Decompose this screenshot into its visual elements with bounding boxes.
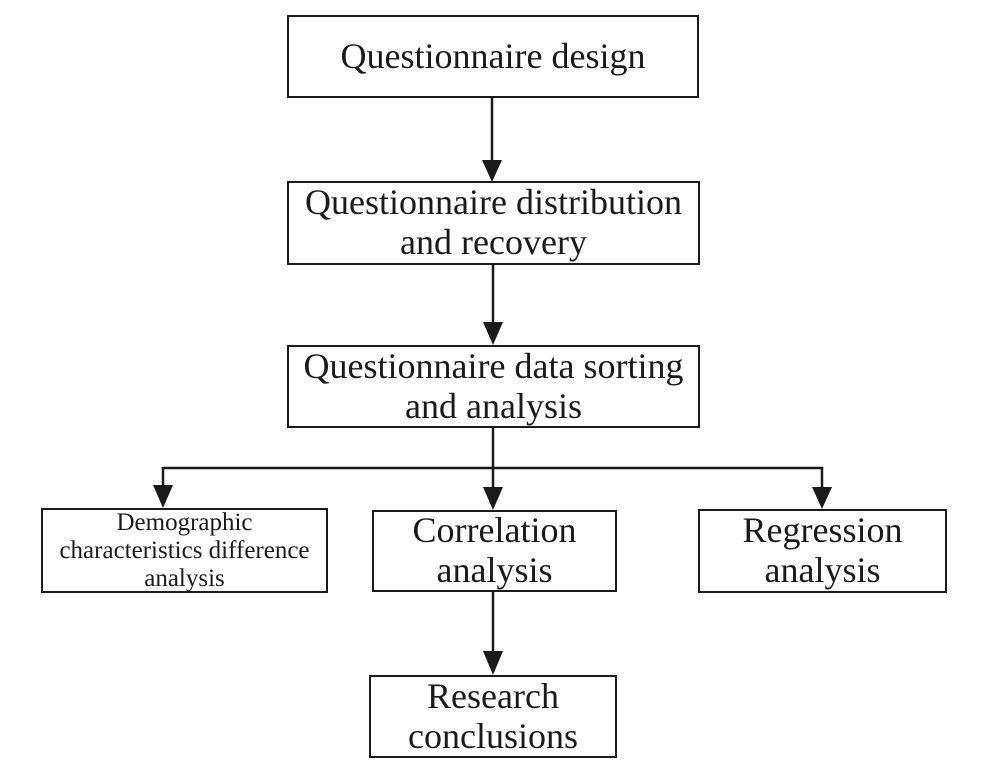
arrow-distribution-to-sorting: [483, 264, 503, 345]
node-data-sorting: Questionnaire data sorting and analysis: [287, 345, 700, 428]
node-demographic-analysis: Demographic characteristics difference a…: [41, 508, 328, 593]
node-data-sorting-label: Questionnaire data sorting and analysis: [303, 345, 684, 426]
node-research-conclusions-label: Research conclusions: [408, 675, 578, 756]
node-regression-analysis: Regression analysis: [698, 509, 947, 593]
node-questionnaire-distribution: Questionnaire distribution and recovery: [287, 181, 700, 265]
node-regression-analysis-label: Regression analysis: [742, 510, 903, 590]
node-research-conclusions: Research conclusions: [369, 675, 617, 758]
node-questionnaire-design-label: Questionnaire design: [340, 35, 646, 76]
branch-sorting-to-analyses: [153, 427, 832, 510]
node-questionnaire-design: Questionnaire design: [287, 15, 699, 98]
node-demographic-analysis-label: Demographic characteristics difference a…: [59, 508, 310, 592]
node-correlation-analysis-label: Correlation analysis: [412, 510, 577, 590]
arrow-correlation-to-conclusions: [483, 591, 503, 675]
node-correlation-analysis: Correlation analysis: [372, 510, 617, 592]
arrow-design-to-distribution: [482, 97, 502, 182]
node-questionnaire-distribution-label: Questionnaire distribution and recovery: [305, 182, 682, 262]
